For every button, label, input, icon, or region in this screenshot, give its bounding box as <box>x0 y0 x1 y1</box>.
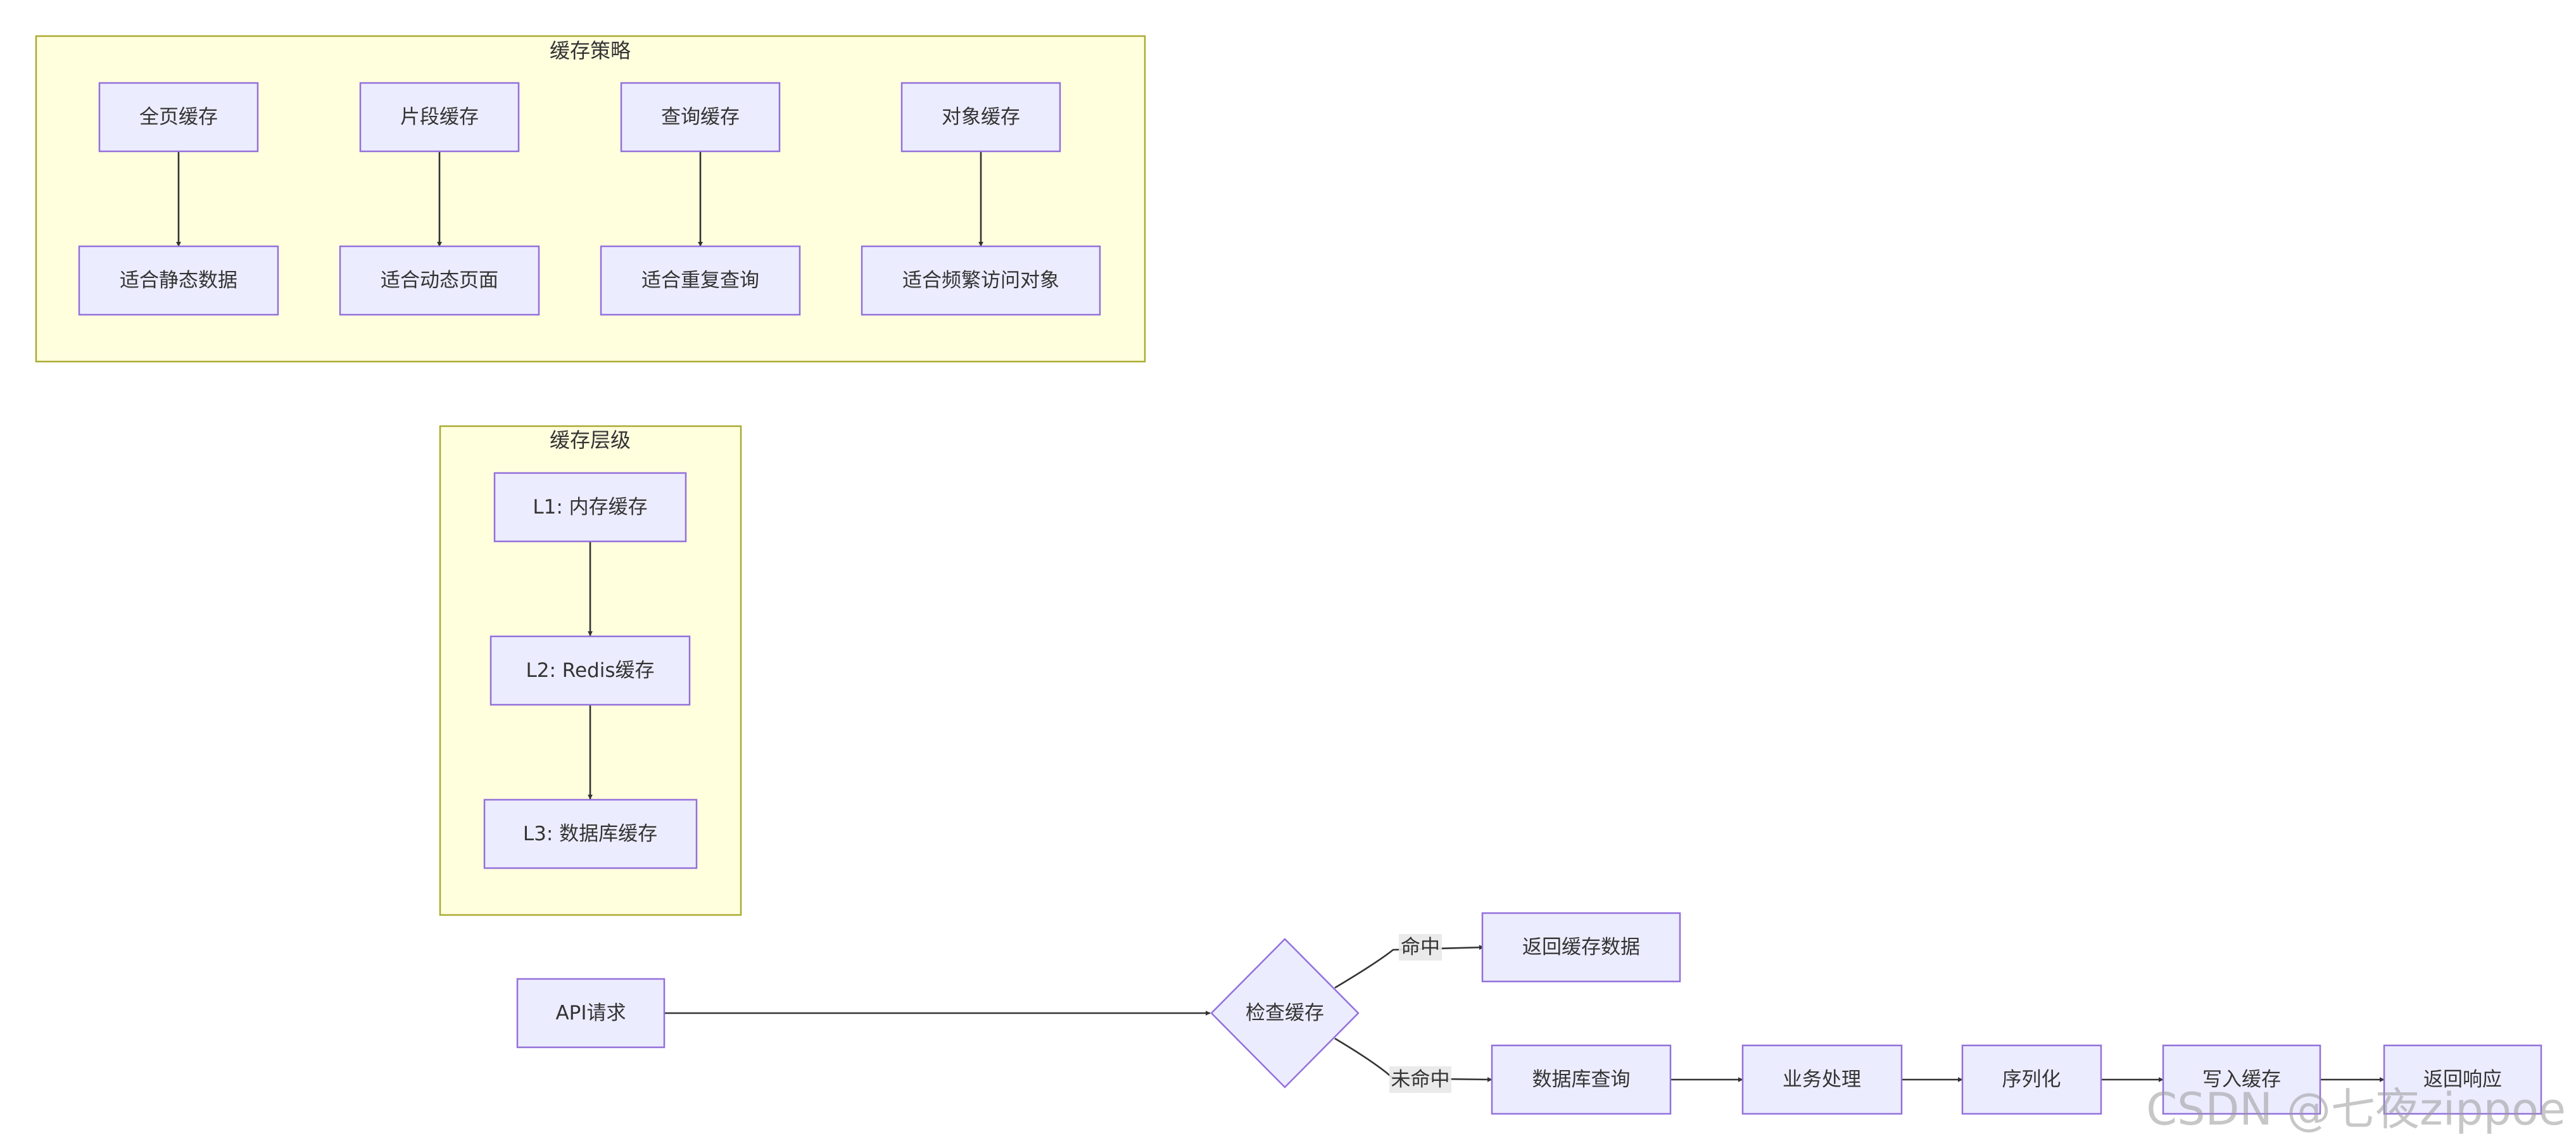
csdn-watermark: CSDN @七夜zippoe <box>2146 1083 2566 1135</box>
edge-label-hit: 命中 <box>1401 936 1440 959</box>
edge-labels: 命中 未命中 <box>1389 934 1451 1093</box>
node-check-cache[interactable]: 检查缓存 <box>1210 938 1360 1088</box>
node-suits-static-data-label: 适合静态数据 <box>120 269 237 292</box>
node-db-query[interactable]: 数据库查询 <box>1491 1044 1672 1115</box>
node-l1-memory-cache-label: L1: 内存缓存 <box>533 496 647 519</box>
node-return-cached-data-label: 返回缓存数据 <box>1522 936 1640 959</box>
node-business-processing-label: 业务处理 <box>1783 1068 1861 1091</box>
node-suits-repeat-query[interactable]: 适合重复查询 <box>600 245 801 316</box>
node-return-response[interactable]: 返回响应 <box>2383 1044 2542 1115</box>
node-l2-redis-cache-label: L2: Redis缓存 <box>526 659 655 682</box>
node-l3-db-cache[interactable]: L3: 数据库缓存 <box>483 798 698 869</box>
edge-label-miss: 未命中 <box>1391 1068 1450 1091</box>
node-business-processing[interactable]: 业务处理 <box>1741 1044 1903 1115</box>
node-object-cache-label: 对象缓存 <box>942 106 1020 129</box>
node-api-request[interactable]: API请求 <box>516 978 666 1049</box>
node-full-page-cache[interactable]: 全页缓存 <box>98 82 259 153</box>
edge-label-hit-bg <box>1399 934 1442 961</box>
edge-check-to-return-cached <box>1334 945 1484 989</box>
cluster-cache-levels-title: 缓存层级 <box>550 428 631 452</box>
cluster-cache-strategy-title: 缓存策略 <box>550 39 631 63</box>
node-suits-dynamic-page-label: 适合动态页面 <box>381 269 498 292</box>
node-api-request-label: API请求 <box>555 1002 626 1025</box>
node-l2-redis-cache[interactable]: L2: Redis缓存 <box>489 635 691 706</box>
node-object-cache[interactable]: 对象缓存 <box>900 82 1061 153</box>
node-write-cache[interactable]: 写入缓存 <box>2162 1044 2321 1115</box>
node-suits-repeat-query-label: 适合重复查询 <box>641 269 759 292</box>
node-suits-static-data[interactable]: 适合静态数据 <box>78 245 279 316</box>
node-return-cached-data[interactable]: 返回缓存数据 <box>1481 912 1681 983</box>
node-serialize[interactable]: 序列化 <box>1961 1044 2102 1115</box>
node-fragment-cache[interactable]: 片段缓存 <box>359 82 520 153</box>
node-suits-frequent-object[interactable]: 适合频繁访问对象 <box>861 245 1101 316</box>
node-write-cache-label: 写入缓存 <box>2202 1068 2281 1091</box>
node-db-query-label: 数据库查询 <box>1532 1068 1631 1091</box>
node-l1-memory-cache[interactable]: L1: 内存缓存 <box>493 472 687 543</box>
node-check-cache-label: 检查缓存 <box>1246 1002 1324 1025</box>
node-fragment-cache-label: 片段缓存 <box>400 106 479 129</box>
node-return-response-label: 返回响应 <box>2423 1068 2502 1091</box>
node-l3-db-cache-label: L3: 数据库缓存 <box>523 823 657 845</box>
node-full-page-cache-label: 全页缓存 <box>139 106 218 129</box>
edges <box>176 151 2385 1082</box>
node-serialize-label: 序列化 <box>2002 1068 2061 1091</box>
edge-label-miss-bg <box>1389 1066 1451 1093</box>
node-suits-frequent-object-label: 适合频繁访问对象 <box>902 269 1059 292</box>
node-query-cache-label: 查询缓存 <box>661 106 740 129</box>
node-suits-dynamic-page[interactable]: 适合动态页面 <box>339 245 540 316</box>
node-query-cache[interactable]: 查询缓存 <box>620 82 781 153</box>
